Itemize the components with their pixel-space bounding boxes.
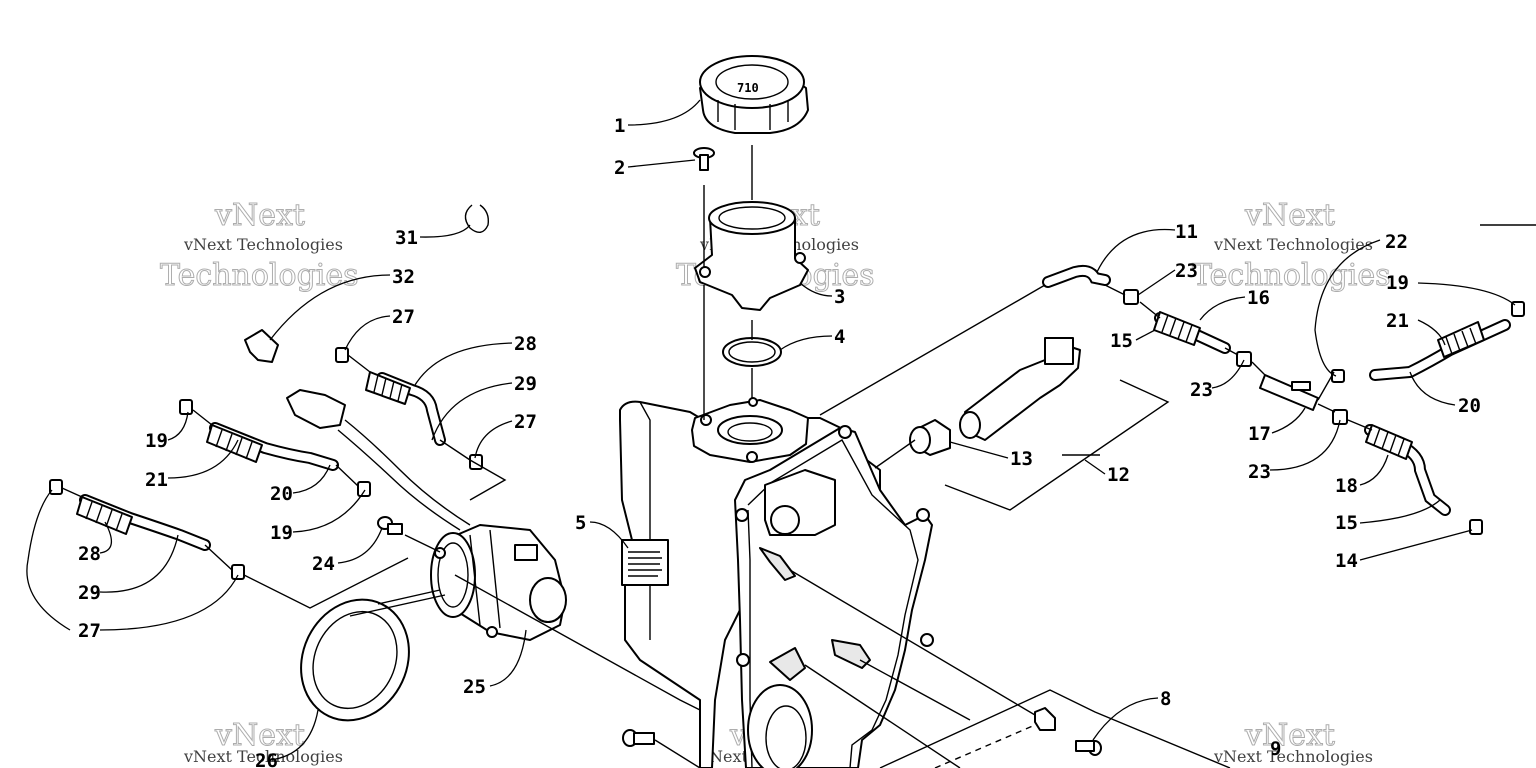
- hose-right-20: [1369, 319, 1511, 381]
- watermark-word: vNext: [214, 718, 305, 753]
- watermark-line1: vNext Technologies: [1213, 235, 1373, 254]
- clamps-right: [1123, 289, 1525, 535]
- callout-26: 26: [255, 750, 278, 768]
- callout-20-left: 20: [270, 483, 293, 505]
- callout-25: 25: [463, 676, 486, 698]
- callout-12: 12: [1107, 464, 1130, 486]
- watermark-bottom-left: vNext vNext Technologies: [183, 718, 343, 767]
- filler-neck: [694, 201, 809, 311]
- callout-24: 24: [312, 553, 335, 575]
- callout-19-right: 19: [1386, 272, 1409, 294]
- hose-right-15: [1364, 424, 1451, 516]
- screw-2: [693, 147, 715, 171]
- watermark-word: vNext: [1244, 198, 1335, 233]
- callout-23-upper: 23: [1175, 260, 1198, 282]
- warning-label: [621, 539, 669, 586]
- bracket-32: [244, 329, 279, 363]
- callout-14: 14: [1335, 550, 1358, 572]
- callout-15-lower: 15: [1335, 512, 1358, 534]
- callout-27-middle: 27: [514, 411, 537, 433]
- callout-9: 9: [1270, 738, 1281, 760]
- watermark-right: vNext vNext Technologies Technologies: [1192, 198, 1392, 294]
- cap-emblem-text: 710: [737, 81, 759, 95]
- watermark-line1: vNext Technologies: [183, 235, 343, 254]
- watermark-line1: vNext Technologies: [1213, 747, 1373, 766]
- elbow-fitting-11: [1042, 264, 1111, 288]
- callout-19-left-upper: 19: [145, 430, 168, 452]
- callout-23-lower: 23: [1248, 461, 1271, 483]
- watermark-line2: Technologies: [160, 258, 359, 293]
- callout-5: 5: [575, 512, 586, 534]
- assembly-lines: [61, 224, 1536, 768]
- tee-fitting-17: [1259, 374, 1319, 411]
- callout-3: 3: [834, 286, 845, 308]
- hose-left-upper: [365, 371, 446, 446]
- pump-wiring: [286, 389, 471, 531]
- leader-lines: [26, 99, 1516, 761]
- callout-32: 32: [392, 266, 415, 288]
- callout-19-left-lower: 19: [270, 522, 293, 544]
- hose-left-middle: [206, 422, 339, 471]
- fuel-cap: 710: [699, 55, 809, 134]
- fuel-tank: [619, 397, 934, 768]
- clamps-left: [49, 347, 483, 580]
- callout-16: 16: [1247, 287, 1270, 309]
- watermark-word: vNext: [214, 198, 305, 233]
- watermark-bottom-right: vNext vNext Technologies: [1213, 718, 1373, 767]
- grommet-13: [909, 419, 951, 456]
- watermark-line2: Technologies: [1192, 258, 1391, 293]
- bolt-lower-left: [622, 729, 655, 747]
- stud-24: [377, 516, 403, 535]
- callout-27-lower: 27: [78, 620, 101, 642]
- callout-18: 18: [1335, 475, 1358, 497]
- watermark-line1: vNext Technologies: [183, 747, 343, 766]
- callout-31: 31: [395, 227, 418, 249]
- callout-27-upper: 27: [392, 306, 415, 328]
- callout-23-middle: 23: [1190, 379, 1213, 401]
- bolt-9: [1075, 740, 1102, 756]
- callout-29-lower: 29: [78, 582, 101, 604]
- watermark-left: vNext vNext Technologies Technologies: [160, 198, 360, 294]
- callout-28-upper: 28: [514, 333, 537, 355]
- callout-20-right: 20: [1458, 395, 1481, 417]
- fuel-pump: [430, 524, 567, 641]
- callout-21-right: 21: [1386, 310, 1409, 332]
- hose-right-upper: [1153, 311, 1231, 354]
- callout-labels: 1 2 3 4 5 8 9 11 12 13 14 15 15 16 17 18…: [78, 115, 1481, 768]
- hose-left-lower: [76, 494, 211, 551]
- callout-22: 22: [1385, 231, 1408, 253]
- callout-13: 13: [1010, 448, 1033, 470]
- callout-11: 11: [1175, 221, 1198, 243]
- fuel-level-sender: [959, 337, 1081, 441]
- clip-31: [464, 204, 490, 233]
- callout-8: 8: [1160, 688, 1171, 710]
- callout-4: 4: [834, 326, 845, 348]
- watermark-word: vNext: [1244, 718, 1335, 753]
- nut-8: [1034, 707, 1056, 731]
- o-ring: [722, 337, 782, 367]
- callout-21-left: 21: [145, 469, 168, 491]
- callout-29-upper: 29: [514, 373, 537, 395]
- callout-2: 2: [614, 157, 625, 179]
- callout-1: 1: [614, 115, 625, 137]
- callout-17: 17: [1248, 423, 1271, 445]
- callout-28-lower: 28: [78, 543, 101, 565]
- callout-15-upper: 15: [1110, 330, 1133, 352]
